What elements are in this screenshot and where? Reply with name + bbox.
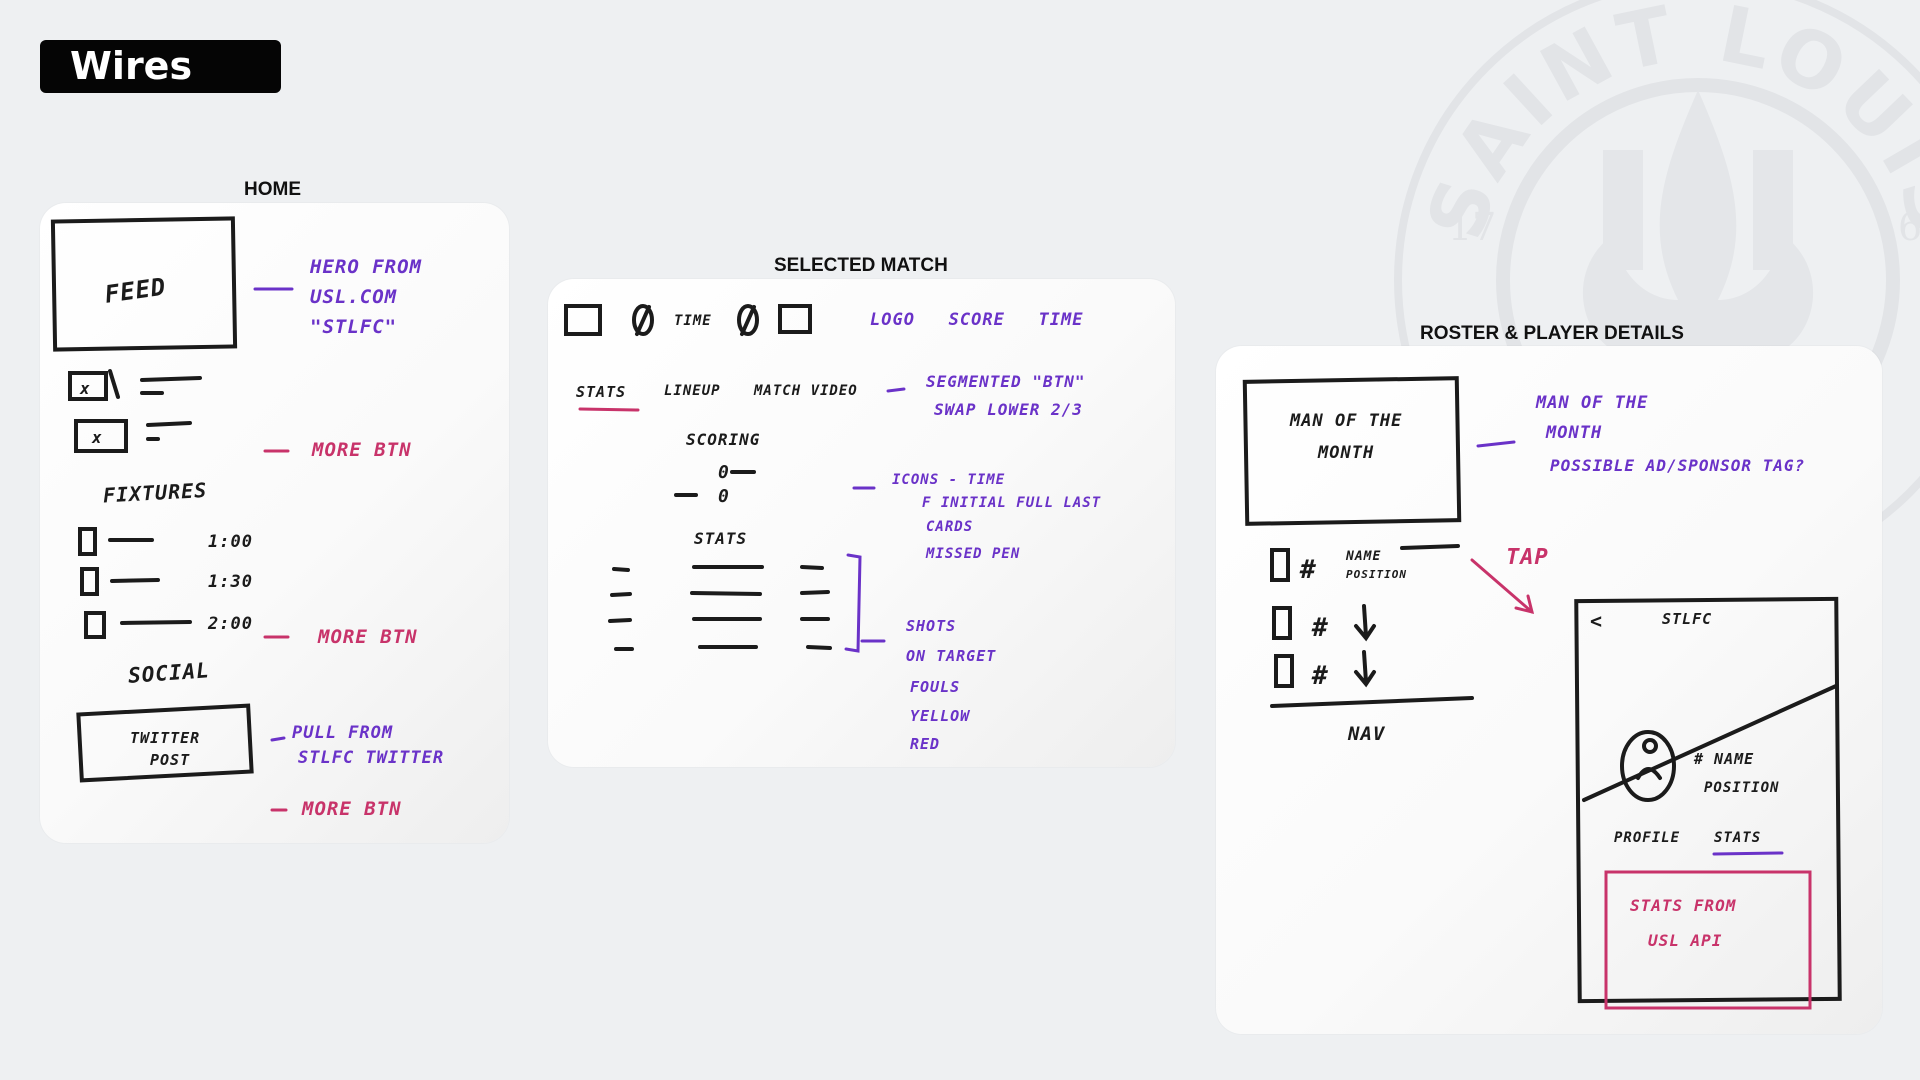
home-section-label: HOME xyxy=(244,179,301,200)
selected-match-section-label: SELECTED MATCH xyxy=(774,255,948,276)
tab-note-line-2: SWAP LOWER 2/3 xyxy=(934,400,1083,419)
stats-box-line-1: STATS FROM xyxy=(1630,896,1737,915)
motm-note-line-3: POSSIBLE AD/SPONSOR TAG? xyxy=(1550,456,1805,475)
stats-box-line-2: USL API xyxy=(1648,931,1722,950)
nav-label: NAV xyxy=(1347,723,1386,745)
stats-label: STATS xyxy=(694,529,747,548)
svg-text:#: # xyxy=(1299,555,1317,585)
player-position: POSITION xyxy=(1704,780,1779,796)
roster-row-name: NAME xyxy=(1345,549,1381,564)
detail-back-arrow: < xyxy=(1590,609,1603,633)
social-label: SOCIAL xyxy=(127,658,210,688)
detail-title: STLFC xyxy=(1662,610,1712,628)
motm-line-1: MAN OF THE xyxy=(1289,411,1402,431)
motm-note-line-1: MAN OF THE xyxy=(1535,393,1648,413)
home-wireframe-photo: FEED HERO FROM USL.COM "STLFC" x x MORE … xyxy=(40,203,509,843)
stat-on-target: ON TARGET xyxy=(906,647,996,665)
tab-lineup: LINEUP xyxy=(664,383,721,399)
svg-text:x: x xyxy=(91,428,103,447)
feed-label: FEED xyxy=(103,272,168,308)
stat-yellow: YELLOW xyxy=(910,707,971,725)
hero-note-line-2: USL.COM xyxy=(310,286,397,308)
pull-note-line-1: PULL FROM xyxy=(292,723,393,743)
motm-line-2: MONTH xyxy=(1317,443,1374,463)
scoring-label: SCORING xyxy=(686,430,760,449)
score-home: 0 xyxy=(718,462,730,483)
svg-text:#: # xyxy=(1311,613,1329,643)
fixtures-label: FIXTURES xyxy=(102,478,207,507)
selected-match-wireframe-photo: TIME LOGO SCORE TIME STATS LINEUP MATCH … xyxy=(548,279,1175,767)
svg-text:#: # xyxy=(1311,661,1329,691)
motm-note-line-2: MONTH xyxy=(1545,423,1602,443)
roster-section-label: ROSTER & PLAYER DETAILS xyxy=(1420,323,1684,344)
icons-note-line-2: F INITIAL FULL LAST xyxy=(922,495,1101,511)
svg-text:x: x xyxy=(79,379,91,398)
fixture-time-1: 1:00 xyxy=(208,532,253,552)
detail-tab-profile: PROFILE xyxy=(1614,830,1680,846)
fixture-time-3: 2:00 xyxy=(207,614,253,634)
fixture-time-2: 1:30 xyxy=(208,572,253,592)
match-header-time: TIME xyxy=(674,313,712,329)
more-button-note-3: MORE BTN xyxy=(301,798,402,820)
tab-note-line-1: SEGMENTED "BTN" xyxy=(926,372,1086,391)
watermark-left-number: 17 xyxy=(1448,205,1496,249)
roster-wireframe-photo: MAN OF THE MONTH MAN OF THE MONTH POSSIB… xyxy=(1216,346,1882,1034)
pull-note-line-2: STLFC TWITTER xyxy=(298,748,444,768)
detail-tab-stats: STATS xyxy=(1714,830,1761,846)
more-button-note-2: MORE BTN xyxy=(317,626,418,648)
score-away: 0 xyxy=(718,486,730,507)
page-title: Wires xyxy=(40,40,281,93)
icons-note-line-4: MISSED PEN xyxy=(925,546,1020,562)
hero-note-line-3: "STLFC" xyxy=(310,316,397,338)
icons-note-line-3: CARDS xyxy=(926,519,973,535)
watermark-right-number: 64 xyxy=(1898,205,1920,249)
icons-note-line-1: ICONS - TIME xyxy=(892,472,1005,488)
header-note: LOGO SCORE TIME xyxy=(870,310,1083,330)
stat-fouls: FOULS xyxy=(910,678,960,696)
tab-stats: STATS xyxy=(576,383,626,401)
stat-shots: SHOTS xyxy=(906,617,956,635)
more-button-note-1: MORE BTN xyxy=(311,439,412,461)
hero-note-line-1: HERO FROM xyxy=(309,256,422,278)
stat-red: RED xyxy=(910,735,940,753)
roster-row-position: POSITION xyxy=(1346,568,1407,581)
twitter-post-line-1: TWITTER xyxy=(130,729,200,747)
tab-match-video: MATCH VIDEO xyxy=(753,383,858,399)
tap-label: TAP xyxy=(1506,545,1549,570)
twitter-post-line-2: POST xyxy=(150,751,190,769)
player-name: # NAME xyxy=(1693,750,1754,768)
